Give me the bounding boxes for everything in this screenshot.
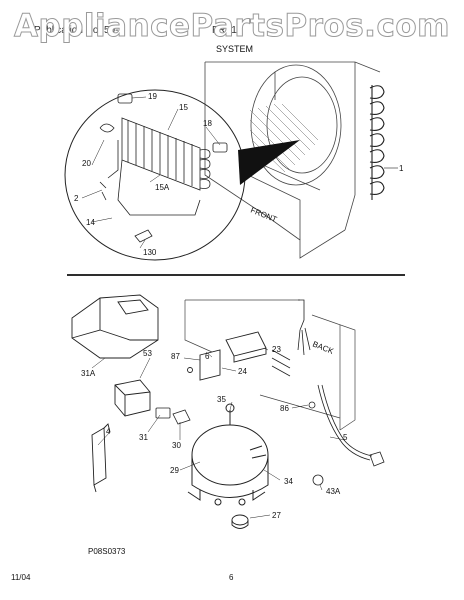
callout-label: 29 bbox=[170, 466, 179, 475]
footer-date: 11/04 bbox=[11, 573, 31, 582]
cabinet-outline bbox=[204, 61, 381, 259]
callout-label: 30 bbox=[172, 441, 181, 450]
grommet-part bbox=[231, 514, 249, 529]
callout-label: 34 bbox=[284, 477, 293, 486]
callout-label: 15A bbox=[155, 183, 170, 192]
back-label: BACK bbox=[311, 340, 335, 357]
callout-label: 86 bbox=[280, 404, 289, 413]
callout-label: 130 bbox=[143, 248, 157, 257]
page-number: 6 bbox=[229, 573, 234, 582]
callout-label: 24 bbox=[238, 367, 247, 376]
callout-label: 31A bbox=[81, 369, 96, 378]
callout-label: 23 bbox=[272, 345, 281, 354]
callout-label: 43A bbox=[326, 487, 341, 496]
callout-label: 20 bbox=[82, 159, 91, 168]
publication-header: Publication No. 59-7 bbox=[34, 25, 125, 36]
compressor-part bbox=[187, 403, 269, 506]
watermark-logo: AppliancePartsPros.com bbox=[14, 8, 450, 45]
drain-pan-part bbox=[71, 294, 159, 359]
callout-label: 15 bbox=[179, 103, 188, 112]
callout-label: 4 bbox=[106, 427, 111, 436]
callout-label: 35 bbox=[217, 395, 226, 404]
callout-label: 5 bbox=[343, 433, 348, 442]
wire-harness bbox=[271, 299, 385, 467]
evaporator-coil bbox=[107, 117, 211, 216]
callout-label: 1 bbox=[399, 164, 404, 173]
page-title: SYSTEM bbox=[216, 44, 254, 54]
filter-drier-part bbox=[91, 423, 111, 493]
callout-label: 14 bbox=[86, 218, 95, 227]
front-label: FRONT bbox=[249, 206, 278, 225]
overload-part bbox=[114, 379, 151, 417]
small-connector-parts bbox=[155, 401, 324, 486]
callout-label: 53 bbox=[143, 349, 152, 358]
condenser-coil-right bbox=[369, 85, 385, 200]
callout-label: 18 bbox=[203, 119, 212, 128]
callout-label: 87 bbox=[171, 352, 180, 361]
bottom-callout-leaders bbox=[91, 347, 346, 519]
detail-pointer bbox=[238, 140, 300, 185]
small-parts-top bbox=[99, 93, 228, 243]
callout-label: 6 bbox=[205, 352, 210, 361]
callout-label: 19 bbox=[148, 92, 157, 101]
callout-label: 2 bbox=[74, 194, 79, 203]
callout-label: 31 bbox=[139, 433, 148, 442]
callout-label: 27 bbox=[272, 511, 281, 520]
model-header: FRT18 bbox=[212, 25, 243, 36]
figure-id: P08S0373 bbox=[88, 547, 126, 556]
detail-magnifier bbox=[64, 89, 246, 261]
top-callout-leaders bbox=[81, 96, 221, 249]
relay-bracket-part bbox=[187, 331, 267, 381]
